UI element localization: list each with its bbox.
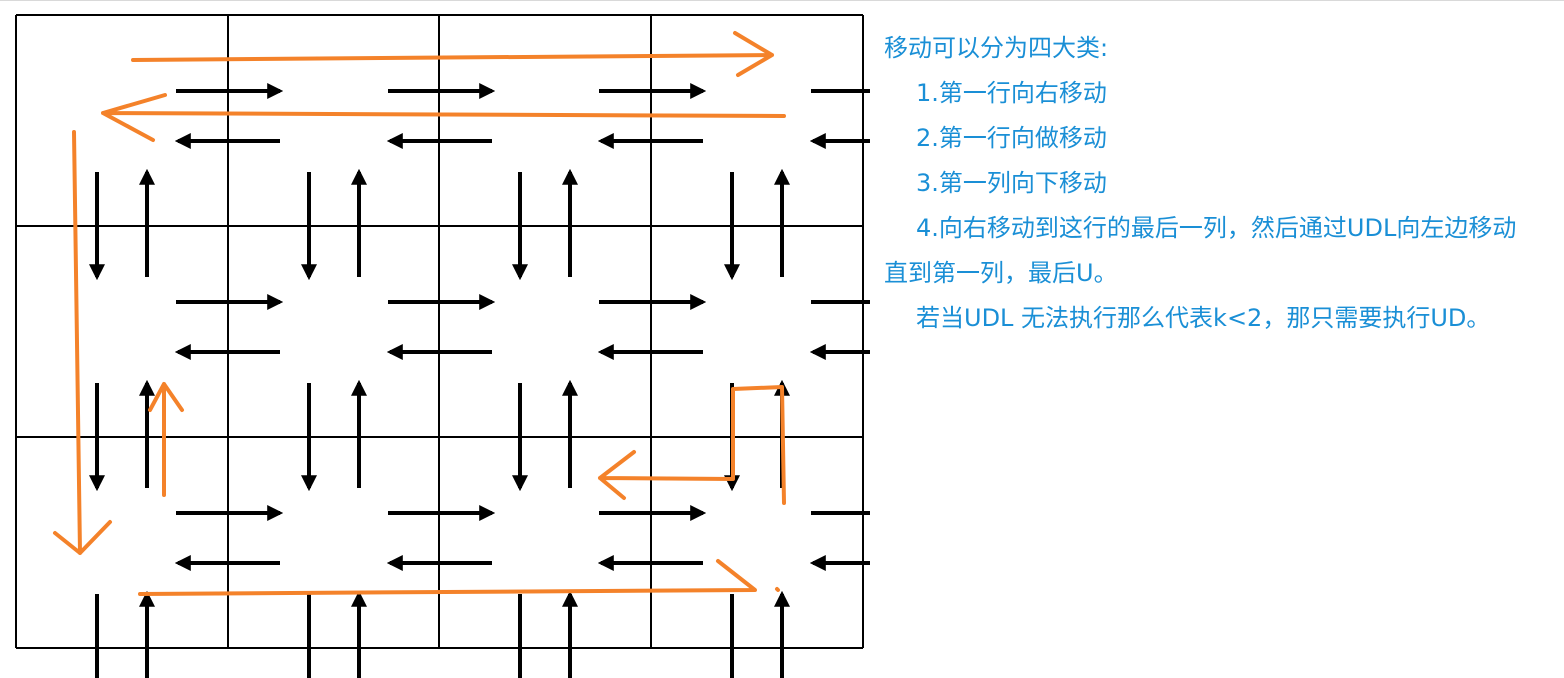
notes-item-3: 3.第一列向下移动 bbox=[916, 169, 1107, 197]
notes-heading: 移动可以分为四大类: bbox=[884, 34, 1109, 62]
notes-panel: 移动可以分为四大类: 1.第一行向右移动 2.第一行向做移动 3.第一列向下移动… bbox=[884, 26, 1524, 341]
orange-path-annotations bbox=[53, 31, 786, 596]
notes-item-1: 1.第一行向右移动 bbox=[916, 79, 1107, 107]
notes-item-2: 2.第一行向做移动 bbox=[916, 124, 1107, 152]
orange-row-right-arrow bbox=[131, 31, 774, 77]
top-border-line bbox=[0, 0, 1564, 1]
notes-item-5: 若当UDL 无法执行那么代表k<2，那只需要执行UD。 bbox=[916, 304, 1491, 332]
grid-movement-diagram bbox=[15, 14, 870, 678]
orange-udl-path bbox=[598, 385, 786, 505]
orange-column-down-arrow bbox=[53, 130, 112, 555]
orange-dot bbox=[775, 587, 780, 592]
orange-bottom-row-stroke bbox=[138, 559, 757, 596]
notes-item-4: 4.向右移动到这行的最后一列，然后通过UDL向左边移动直到第一列，最后U。 bbox=[884, 214, 1517, 287]
orange-up-arrow bbox=[148, 382, 184, 497]
grid-lines bbox=[15, 14, 864, 649]
orange-row-left-arrow bbox=[101, 93, 786, 142]
